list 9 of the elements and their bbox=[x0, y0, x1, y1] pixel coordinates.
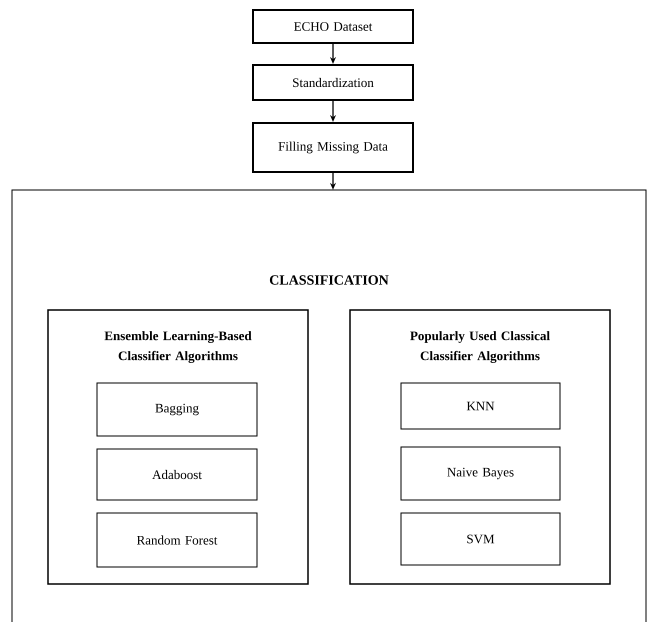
algorithm-box: KNN bbox=[400, 382, 560, 430]
algorithm-box: Random Forest bbox=[96, 512, 258, 568]
algorithm-box: Bagging bbox=[96, 382, 258, 436]
algorithm-box: Adaboost bbox=[96, 448, 258, 500]
algorithm-box: SVM bbox=[400, 512, 560, 566]
process-box: Filling Missing Data bbox=[252, 122, 414, 173]
algorithm-box: Naive Bayes bbox=[400, 446, 560, 500]
process-box: Standardization bbox=[252, 64, 414, 101]
process-box: ECHO Dataset bbox=[252, 9, 414, 44]
